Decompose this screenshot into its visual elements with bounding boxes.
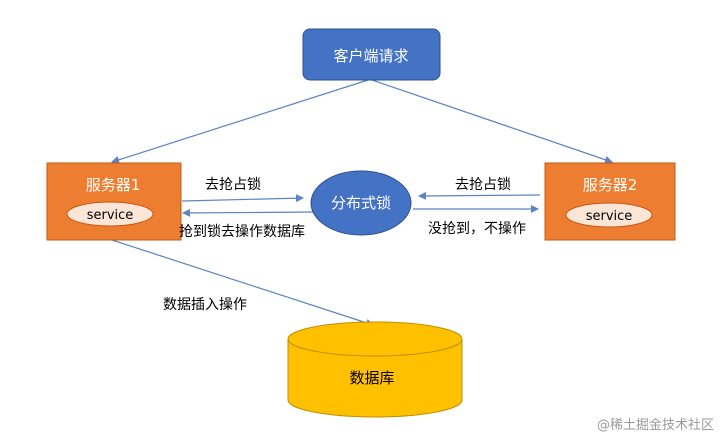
edge-label-no-lock-no-op: 没抢到，不操作 — [428, 220, 526, 237]
edge-server1-to-db — [111, 239, 374, 327]
edge-server2-to-lock — [418, 191, 541, 200]
edge-label-server1-grab-lock: 去抢占锁 — [205, 176, 261, 193]
server2-node: 服务器2 service — [544, 162, 676, 241]
server2-label: 服务器2 — [583, 176, 638, 194]
client-request-node: 客户端请求 — [302, 28, 441, 81]
edge-label-server2-grab-lock: 去抢占锁 — [455, 176, 511, 193]
edge-lock-to-server1 — [182, 208, 317, 217]
server1-service-label: service — [87, 208, 134, 223]
database-node: 数据库 — [287, 321, 463, 418]
edge-label-got-lock-operate-db: 抢到锁去操作数据库 — [179, 223, 305, 240]
server1-node: 服务器1 service — [46, 162, 182, 241]
distributed-lock-node: 分布式锁 — [310, 170, 412, 236]
edge-client-to-server1 — [111, 79, 369, 164]
watermark: @稀土掘金技术社区 — [596, 418, 714, 433]
client-request-label: 客户端请求 — [333, 47, 408, 65]
database-label: 数据库 — [349, 369, 394, 387]
server2-service-label: service — [586, 209, 633, 224]
edge-server1-to-lock — [181, 194, 304, 203]
server1-label: 服务器1 — [86, 176, 141, 194]
distributed-lock-label: 分布式锁 — [331, 194, 391, 212]
edge-label-data-insert: 数据插入操作 — [163, 297, 247, 313]
edge-client-to-server2 — [371, 79, 613, 164]
